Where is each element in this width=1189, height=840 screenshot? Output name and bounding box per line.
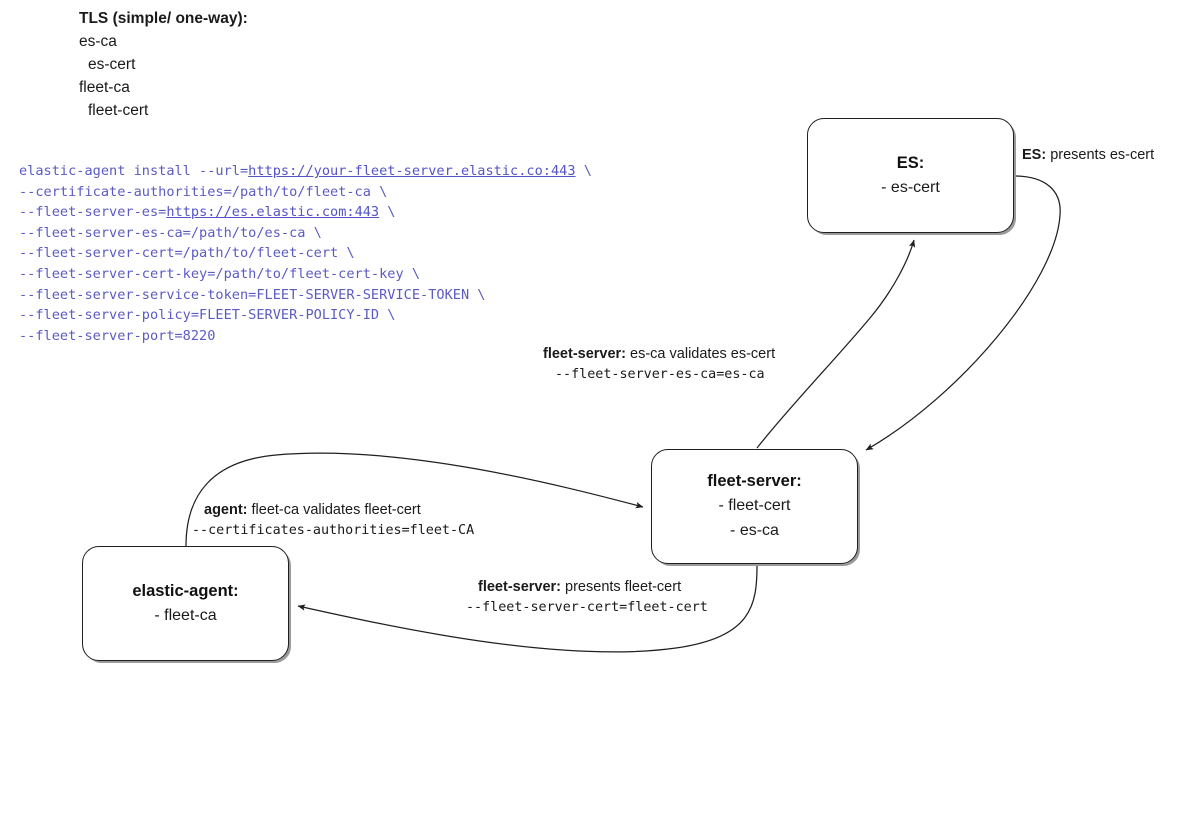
legend-item-fleet-cert: fleet-cert (88, 102, 149, 119)
command-line-8: --fleet-server-policy=FLEET-SERVER-POLIC… (19, 305, 592, 326)
command-line-3: --fleet-server-es=https://es.elastic.com… (19, 202, 592, 223)
edge-label-fleet-server-presents-flag: --fleet-server-cert=fleet-cert (466, 600, 708, 615)
legend-item-es-ca: es-ca (79, 33, 117, 50)
edge-label-es-presents: ES: presents es-cert (1022, 145, 1154, 165)
command-text: --fleet-server-cert-key=/path/to/fleet-c… (19, 265, 421, 282)
command-text: --fleet-server-policy=FLEET-SERVER-POLIC… (19, 307, 396, 324)
node-elastic-agent-title: elastic-agent: (132, 581, 239, 600)
edge-label-es-presents-bold: ES: (1022, 147, 1047, 163)
edge-label-es-presents-text: presents es-cert (1046, 147, 1155, 163)
command-line-9: --fleet-server-port=8220 (19, 326, 592, 347)
edge-label-agent-validates-bold: agent: (204, 502, 248, 518)
command-text: --fleet-server-es-ca=/path/to/es-ca \ (19, 224, 322, 241)
node-fleet-server-line-1: - fleet-cert (718, 497, 791, 514)
edge-label-agent-validates-text: fleet-ca validates fleet-cert (247, 502, 421, 518)
command-text: --fleet-server-port=8220 (19, 327, 216, 344)
node-fleet-server-title: fleet-server: (707, 472, 802, 490)
command-line-4: --fleet-server-es-ca=/path/to/es-ca \ (19, 223, 592, 244)
command-line-5: --fleet-server-cert=/path/to/fleet-cert … (19, 243, 592, 264)
install-command-block: elastic-agent install --url=https://your… (19, 161, 592, 346)
edge-label-fleet-server-presents-text: presents fleet-cert (561, 579, 682, 595)
legend-title: TLS (simple/ one-way): (79, 10, 248, 27)
command-text: --fleet-server-service-token=FLEET-SERVE… (19, 286, 486, 303)
command-line-1: elastic-agent install --url=https://your… (19, 161, 592, 182)
node-es-line-1: - es-cert (881, 178, 940, 196)
command-line-7: --fleet-server-service-token=FLEET-SERVE… (19, 285, 592, 306)
node-fleet-server[interactable]: fleet-server: - fleet-cert - es-ca (651, 449, 858, 564)
command-link[interactable]: https://your-fleet-server.elastic.co:443 (248, 163, 576, 179)
edge-label-fleet-server-validates: fleet-server: es-ca validates es-cert --… (543, 344, 775, 385)
legend-item-fleet-ca: fleet-ca (79, 79, 130, 96)
edge-fleet-server-to-es (756, 239, 916, 449)
command-text: --fleet-server-es= (19, 204, 167, 221)
command-line-2: --certificate-authorities=/path/to/fleet… (19, 182, 592, 203)
command-line-6: --fleet-server-cert-key=/path/to/fleet-c… (19, 264, 592, 285)
command-text: elastic-agent install --url= (19, 163, 249, 179)
tls-legend: TLS (simple/ one-way): es-ca es-cert fle… (79, 7, 248, 122)
node-es-title: ES: (896, 153, 925, 172)
edge-label-fleet-server-presents-bold: fleet-server: (478, 579, 562, 595)
node-elastic-agent-line-1: - fleet-ca (154, 606, 217, 624)
command-text: --fleet-server-cert=/path/to/fleet-cert … (19, 245, 355, 262)
command-link[interactable]: https://es.elastic.com:443 (166, 204, 380, 221)
edge-label-fleet-server-validates-text: es-ca validates es-cert (626, 346, 776, 362)
edge-label-fleet-server-validates-bold: fleet-server: (543, 346, 627, 362)
node-fleet-server-line-2: - es-ca (730, 522, 779, 539)
node-elastic-agent[interactable]: elastic-agent: - fleet-ca (82, 546, 289, 661)
command-text: \ (575, 163, 592, 179)
command-text: \ (379, 204, 396, 221)
legend-item-es-cert: es-cert (88, 56, 136, 73)
edge-label-fleet-server-presents: fleet-server: presents fleet-cert --flee… (466, 577, 708, 618)
edge-label-fleet-server-validates-flag: --fleet-server-es-ca=es-ca (555, 367, 765, 382)
command-text: --certificate-authorities=/path/to/fleet… (19, 183, 388, 200)
edge-label-agent-validates: agent: fleet-ca validates fleet-cert --c… (192, 500, 474, 541)
node-es[interactable]: ES: - es-cert (807, 118, 1014, 233)
edge-label-agent-validates-flag: --certificates-authorities=fleet-CA (192, 523, 475, 538)
